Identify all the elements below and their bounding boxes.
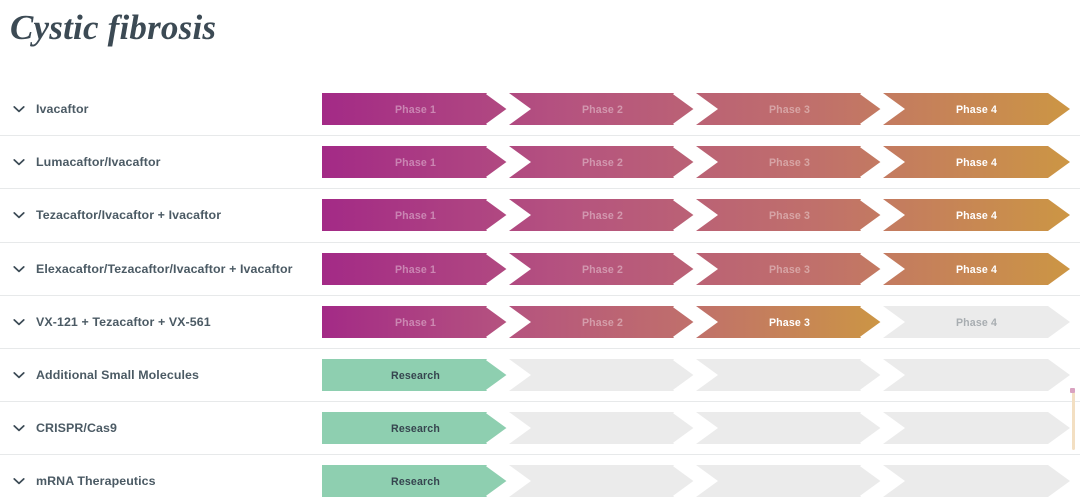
svg-text:Phase 4: Phase 4 [956,210,997,222]
row-expand-toggle[interactable]: Ivacaftor [0,82,320,135]
pipeline-row: Elexacaftor/Tezacaftor/Ivacaftor + Ivaca… [0,241,1080,295]
svg-text:Phase 1: Phase 1 [395,157,436,169]
chevron-down-icon[interactable] [11,473,27,489]
chevron-down-icon[interactable] [11,101,27,117]
chevron-down-icon[interactable] [11,314,27,330]
svg-text:Phase 2: Phase 2 [582,263,623,275]
row-label: CRISPR/Cas9 [36,421,117,436]
phase-progress-bar: Research [322,412,1070,445]
row-expand-toggle[interactable]: Elexacaftor/Tezacaftor/Ivacaftor + Ivaca… [0,243,320,295]
row-expand-toggle[interactable]: VX-121 + Tezacaftor + VX-561 [0,296,320,348]
pipeline-row: mRNA Therapeutics Research [0,454,1080,502]
phase-progress-bar: Phase 1 Phase 2 Phase 3 Phase 4 [322,146,1070,179]
pipeline-row: CRISPR/Cas9 Research [0,401,1080,454]
row-label: Additional Small Molecules [36,368,200,383]
svg-text:Phase 2: Phase 2 [582,317,623,329]
row-label: Ivacaftor [36,101,89,116]
phase-progress-bar: Phase 1 Phase 2 Phase 3 Phase 4 [322,252,1070,285]
svg-text:Phase 3: Phase 3 [769,157,810,169]
svg-text:Phase 4: Phase 4 [956,103,997,115]
svg-text:Research: Research [391,370,440,382]
phase-progress-bar: Phase 1 Phase 2 Phase 3 Phase 4 [322,199,1070,232]
page-title: Cystic fibrosis [10,8,217,47]
row-label: Tezacaftor/Ivacaftor + Ivacaftor [36,208,222,223]
svg-text:Phase 3: Phase 3 [769,263,810,275]
phase-progress-bar: Phase 1 Phase 2 Phase 3 Phase 4 [322,92,1070,125]
svg-text:Phase 1: Phase 1 [395,263,436,275]
phase-progress-bar: Research [322,359,1070,392]
pipeline-row: Additional Small Molecules Research [0,347,1080,401]
svg-text:Phase 1: Phase 1 [395,103,436,115]
page-scrollbar[interactable] [1072,392,1075,450]
scroll-position-marker [1070,388,1075,393]
svg-text:Phase 2: Phase 2 [582,157,623,169]
svg-text:Phase 3: Phase 3 [769,317,810,329]
svg-text:Phase 3: Phase 3 [769,210,810,222]
phase-progress-bar: Phase 1 Phase 2 Phase 3 Phase 4 [322,305,1070,338]
svg-text:Phase 4: Phase 4 [956,263,997,275]
row-label: VX-121 + Tezacaftor + VX-561 [36,314,211,329]
chevron-down-icon[interactable] [11,420,27,436]
chevron-down-icon[interactable] [11,261,27,277]
row-expand-toggle[interactable]: mRNA Therapeutics [0,455,320,502]
row-label: Lumacaftor/Ivacaftor [36,155,161,170]
svg-text:Research: Research [391,476,440,488]
chevron-down-icon[interactable] [11,207,27,223]
svg-text:Phase 2: Phase 2 [582,103,623,115]
phase-progress-bar: Research [322,465,1070,498]
svg-text:Phase 1: Phase 1 [395,317,436,329]
svg-text:Research: Research [391,423,440,435]
svg-text:Phase 2: Phase 2 [582,210,623,222]
row-expand-toggle[interactable]: Tezacaftor/Ivacaftor + Ivacaftor [0,189,320,241]
row-label: Elexacaftor/Tezacaftor/Ivacaftor + Ivaca… [36,261,293,276]
pipeline-row: Ivacaftor Phase 1 Phase 2 Phase 3 Phase 4 [0,82,1080,135]
svg-text:Phase 4: Phase 4 [956,157,997,169]
chevron-down-icon[interactable] [11,154,27,170]
svg-text:Phase 1: Phase 1 [395,210,436,222]
row-expand-toggle[interactable]: Additional Small Molecules [0,349,320,401]
row-expand-toggle[interactable]: Lumacaftor/Ivacaftor [0,136,320,188]
row-label: mRNA Therapeutics [36,474,156,489]
svg-text:Phase 4: Phase 4 [956,317,997,329]
row-expand-toggle[interactable]: CRISPR/Cas9 [0,402,320,454]
chevron-down-icon[interactable] [11,367,27,383]
svg-text:Phase 3: Phase 3 [769,103,810,115]
